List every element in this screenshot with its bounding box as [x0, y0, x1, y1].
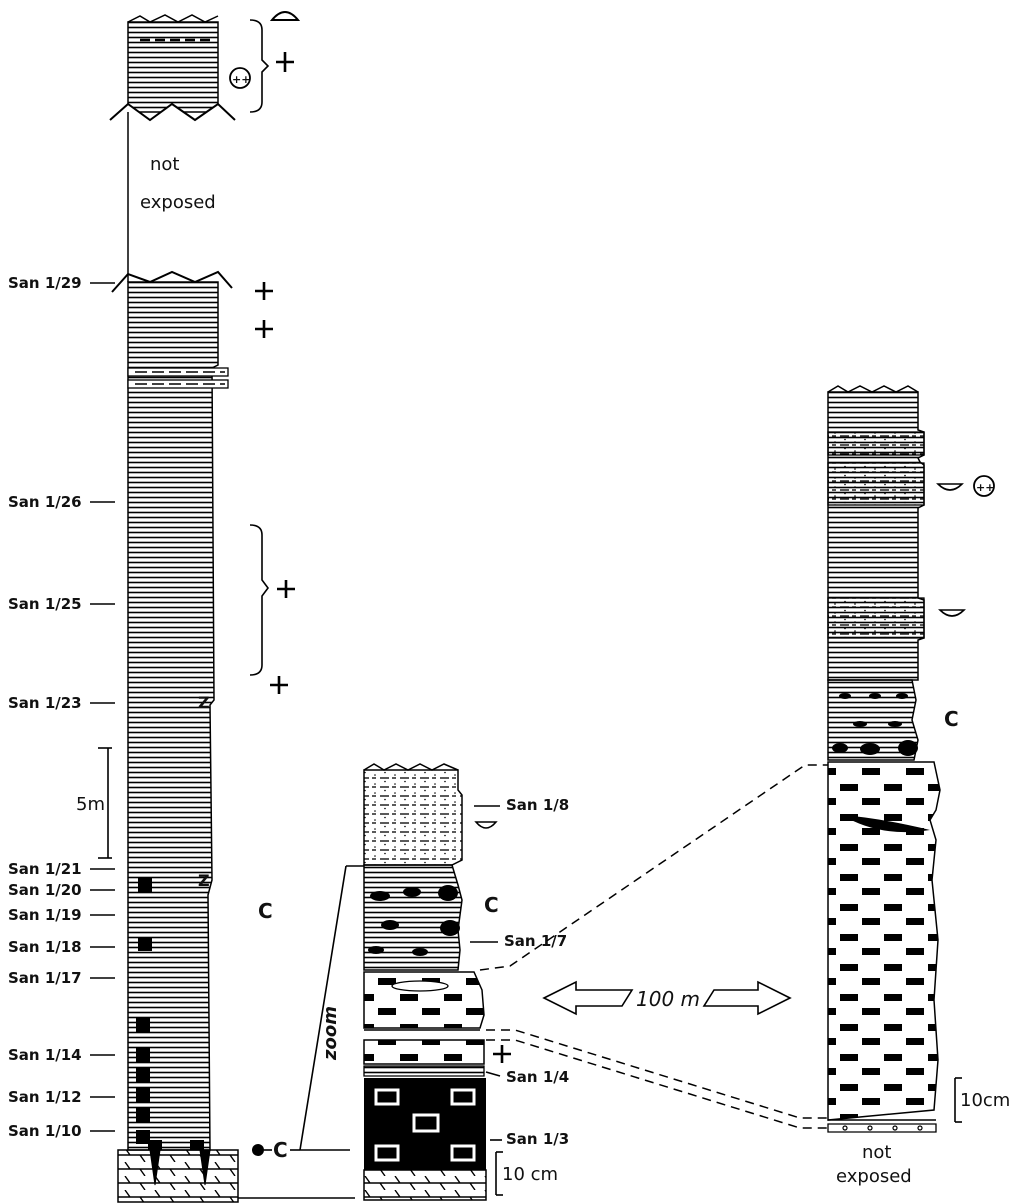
cross-icon	[270, 676, 288, 694]
sample-label: San 1/19	[8, 906, 82, 924]
bivalve-icon	[938, 609, 966, 617]
column-2-silt-unit	[363, 769, 463, 866]
column-1: not exposed Z Z	[8, 11, 355, 1203]
not-exposed-label-1b: exposed	[140, 192, 216, 213]
z-mark: Z	[198, 693, 210, 712]
cross-icon	[255, 320, 273, 338]
facies-symbol-c-3: C	[944, 707, 959, 731]
distance-arrow: 100 m	[542, 980, 792, 1016]
marker-dot-icon	[252, 1144, 264, 1156]
cross-icon	[276, 52, 294, 72]
z-mark: Z	[198, 871, 210, 890]
sample-label: San 1/20	[8, 881, 82, 899]
sample-label: San 1/25	[8, 595, 82, 613]
column-2-black-unit	[364, 1078, 486, 1170]
sample-label: San 1/29	[8, 274, 82, 292]
column-1-top-unit	[127, 21, 219, 113]
sample-label: San 1/14	[8, 1046, 82, 1064]
sample-label: San 1/12	[8, 1088, 82, 1106]
nodules-3	[832, 693, 918, 756]
column-2-nodular-shale	[363, 864, 463, 971]
zoom-label: zoom	[320, 1006, 341, 1061]
not-exposed-label-1a: not	[150, 154, 179, 175]
sample-label: San 1/26	[8, 493, 82, 511]
arrow-right-icon	[702, 980, 792, 1016]
nodules-2	[368, 885, 460, 956]
facies-symbol-c: C	[258, 899, 273, 923]
sample-label: San 1/10	[8, 1122, 82, 1140]
sample-label: San 1/4	[506, 1068, 569, 1086]
scale-label-10cm: 10 cm	[502, 1164, 558, 1185]
nodule-blocks	[136, 878, 152, 1144]
marker-symbol-c: C	[273, 1138, 288, 1162]
sample-label: San 1/8	[506, 796, 569, 814]
cross-icon	[493, 1045, 511, 1063]
fossil-symbols-1: ++ C C	[229, 11, 301, 1162]
svg-text:++: ++	[232, 73, 250, 86]
bivalve-icon	[474, 821, 498, 829]
facies-symbol-c-2: C	[484, 893, 499, 917]
sample-label: San 1/23	[8, 694, 82, 712]
cross-icon	[277, 580, 295, 598]
sample-label: San 1/3	[506, 1130, 569, 1148]
column-3: ++ C 10cm not exposed	[827, 385, 1010, 1187]
sample-label: San 1/17	[8, 969, 82, 987]
column-2: zoom San 1/8 C	[290, 763, 569, 1201]
bivalve-icon	[936, 483, 964, 491]
distance-label: 100 m	[636, 987, 700, 1011]
correlation-lines	[479, 764, 828, 1129]
foraminifera-icon	[973, 475, 995, 497]
foraminifera-icon	[229, 67, 251, 89]
not-exposed-label-3b: exposed	[836, 1166, 912, 1187]
arrow-left-icon	[542, 980, 634, 1016]
ammonite-icon	[269, 11, 301, 21]
column-3-nodular-unit	[827, 679, 919, 761]
not-exposed-label-3a: not	[862, 1142, 891, 1163]
sample-label: San 1/18	[8, 938, 82, 956]
sample-label: San 1/21	[8, 860, 82, 878]
svg-text:++: ++	[976, 481, 994, 494]
sample-labels-1: San 1/29 San 1/26 San 1/25 San 1/23 San …	[8, 274, 115, 1140]
scale-label-5m: 5m	[76, 794, 105, 815]
column-3-limestone	[827, 761, 941, 1121]
cross-icon	[255, 282, 273, 300]
sample-label: San 1/7	[504, 932, 567, 950]
column-1-base-limestone	[117, 1149, 239, 1203]
scale-label-10cm-3: 10cm	[960, 1090, 1010, 1111]
